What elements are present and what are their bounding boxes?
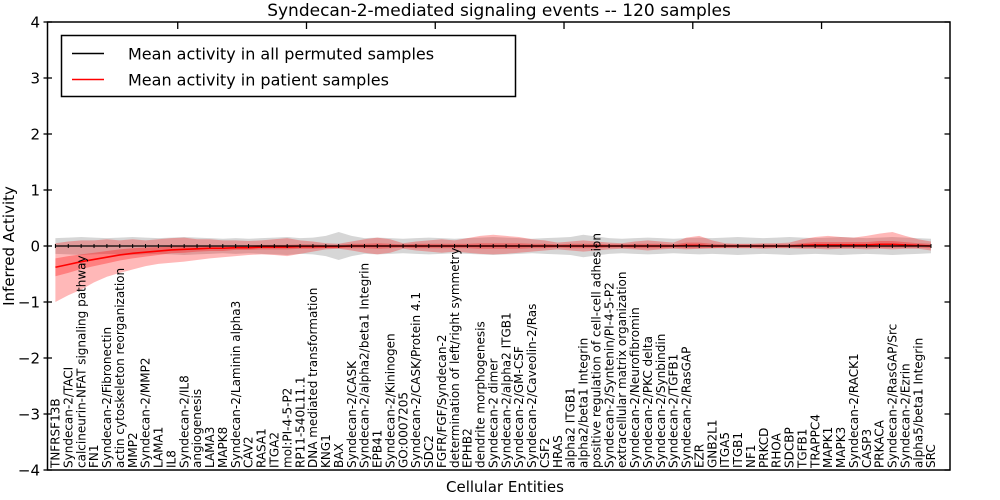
x-tick-label: Syndecan-2/Syntenin/PI-4-5-P2 xyxy=(602,282,616,468)
x-tick-label: Syndecan-2/alpha2/beta1 Integrin xyxy=(358,263,372,468)
x-tick-label: CAV2 xyxy=(242,436,256,468)
y-tick-label: 1 xyxy=(30,182,40,200)
x-tick-label: ITGA5 xyxy=(718,432,732,468)
x-tick-label: positive regulation of cell-cell adhesio… xyxy=(589,233,603,468)
x-tick-label: FGFR/FGF/Syndecan-2 xyxy=(435,335,449,468)
x-tick-label: MAPK8 xyxy=(216,427,230,468)
x-tick-label: Syndecan-2/Caveolin-2/Ras xyxy=(525,304,539,468)
y-tick-label: −1 xyxy=(18,294,40,312)
y-tick-label: 2 xyxy=(30,126,40,144)
x-tick-label: MMP2 xyxy=(126,432,140,468)
bands-layer xyxy=(55,232,931,302)
x-tick-label: BAX xyxy=(332,443,346,468)
x-tick-label: calcineurin-NFAT signaling pathway xyxy=(74,255,88,468)
x-tick-label: TRAPPC4 xyxy=(808,414,822,469)
x-tick-label: mol:PI-4-5-P2 xyxy=(280,388,294,468)
x-tick-label: Syndecan-2/Neurofibromin xyxy=(628,307,642,468)
x-tick-label: Syndecan-2/MMP2 xyxy=(139,358,153,468)
x-tick-label: DNA mediated transformation xyxy=(306,288,320,468)
x-tick-label: ITGA2 xyxy=(268,432,282,468)
x-tick-label: Syndecan-2/TACI xyxy=(61,367,75,468)
x-axis-label: Cellular Entities xyxy=(446,478,564,496)
x-tick-label: determination of left/right symmetry xyxy=(448,248,462,468)
x-tick-label: alpha5/beta1 Integrin xyxy=(911,338,925,468)
y-tick-label: −3 xyxy=(18,406,40,424)
x-tick-label: Syndecan-2/GM-CSF xyxy=(512,346,526,468)
x-tick-label: angiogenesis xyxy=(190,389,204,468)
x-tick-label: Syndecan-2/RasGAP/Src xyxy=(886,324,900,468)
x-tick-label: MAPK1 xyxy=(821,427,835,468)
legend: Mean activity in all permuted samples Me… xyxy=(60,34,517,98)
x-tick-label: PRKCD xyxy=(757,428,771,468)
x-tick-label: CSF2 xyxy=(538,437,552,468)
y-tick-label: 4 xyxy=(30,14,40,32)
x-tick-label: Syndecan-2 dimer xyxy=(486,358,500,468)
y-tick-label: −4 xyxy=(18,462,40,480)
x-tick-label: Syndecan-2/Kininogen xyxy=(383,333,397,468)
x-tick-label: Syndecan-2/alpha2 ITGB1 xyxy=(499,312,513,468)
x-tick-label: EPB41 xyxy=(371,430,385,468)
x-tick-label: MAPK3 xyxy=(834,427,848,468)
legend-label-permuted: Mean activity in all permuted samples xyxy=(128,45,434,64)
ticks-layer xyxy=(43,21,950,471)
x-tick-label: LAMA3 xyxy=(203,427,217,468)
x-tick-label: Syndecan-2/RasGAP xyxy=(680,347,694,468)
y-tick-label: −2 xyxy=(18,350,40,368)
x-tick-label: EPHB2 xyxy=(461,428,475,468)
x-tick-label: Syndecan-2/Ezrin xyxy=(898,363,912,468)
x-tick-label: TGFB1 xyxy=(795,429,809,469)
x-tick-label: Syndecan-2/Laminin alpha3 xyxy=(229,301,243,468)
x-tick-label: RASA1 xyxy=(255,428,269,468)
y-tick-label: 0 xyxy=(30,238,40,256)
lines-layer xyxy=(54,243,932,269)
y-tick-label: 3 xyxy=(30,70,40,88)
x-tick-label: Syndecan-2/IL8 xyxy=(177,375,191,468)
x-tick-label: dendrite morphogenesis xyxy=(474,321,488,468)
x-tick-label: alpha2 ITGB1 xyxy=(564,387,578,468)
x-tick-label: SRC xyxy=(924,444,938,468)
x-tick-label: GNB2L1 xyxy=(705,420,719,468)
x-tick-label: CASP3 xyxy=(860,429,874,468)
x-tick-label: Syndecan-2/Synbindin xyxy=(654,334,668,468)
x-tick-label: SDCBP xyxy=(783,427,797,468)
x-tick-label: Syndecan-2/PKC delta xyxy=(641,336,655,468)
x-tick-label: Syndecan-2/TGFB1 xyxy=(667,354,681,468)
x-tick-label: FN1 xyxy=(87,444,101,468)
x-tick-label: EZR xyxy=(692,444,706,468)
patient-std-band xyxy=(55,232,931,302)
chart-title: Syndecan-2-mediated signaling events -- … xyxy=(267,1,731,21)
x-tick-label: RP11-540L11.1 xyxy=(293,377,307,468)
legend-box xyxy=(60,34,517,98)
y-tick-labels: 4 3 2 1 0 −1 −2 −3 −4 xyxy=(18,14,40,480)
x-tick-label: KNG1 xyxy=(319,434,333,468)
x-tick-label: SDC2 xyxy=(422,435,436,468)
x-tick-label: LAMA1 xyxy=(152,427,166,468)
x-tick-label: Syndecan-2/CASK xyxy=(345,360,359,468)
x-tick-label: GO:0007205 xyxy=(396,392,410,468)
x-tick-label: TNFRSF13B xyxy=(49,398,63,469)
x-tick-label: HRAS xyxy=(551,435,565,468)
x-tick-label: IL8 xyxy=(164,450,178,468)
x-tick-label: PRKACA xyxy=(873,419,887,468)
x-tick-label: Syndecan-2/RACK1 xyxy=(847,353,861,468)
x-tick-label: RHOA xyxy=(770,432,784,468)
x-tick-labels: TNFRSF13BSyndecan-2/TACIcalcineurin-NFAT… xyxy=(49,233,939,469)
x-tick-label: actin cytoskeleton reorganization xyxy=(113,268,127,468)
x-tick-label: Syndecan-2/CASK/Protein 4.1 xyxy=(409,292,423,468)
legend-label-patient: Mean activity in patient samples xyxy=(128,71,389,90)
x-tick-label: ITGB1 xyxy=(731,432,745,468)
x-tick-label: NF1 xyxy=(744,444,758,468)
x-tick-label: extracellular matrix organization xyxy=(615,272,629,469)
y-axis-label: Inferred Activity xyxy=(0,186,18,306)
x-tick-label: Syndecan-2/Fibronectin xyxy=(100,327,114,468)
x-tick-label: alpha2/beta1 Integrin xyxy=(577,338,591,468)
